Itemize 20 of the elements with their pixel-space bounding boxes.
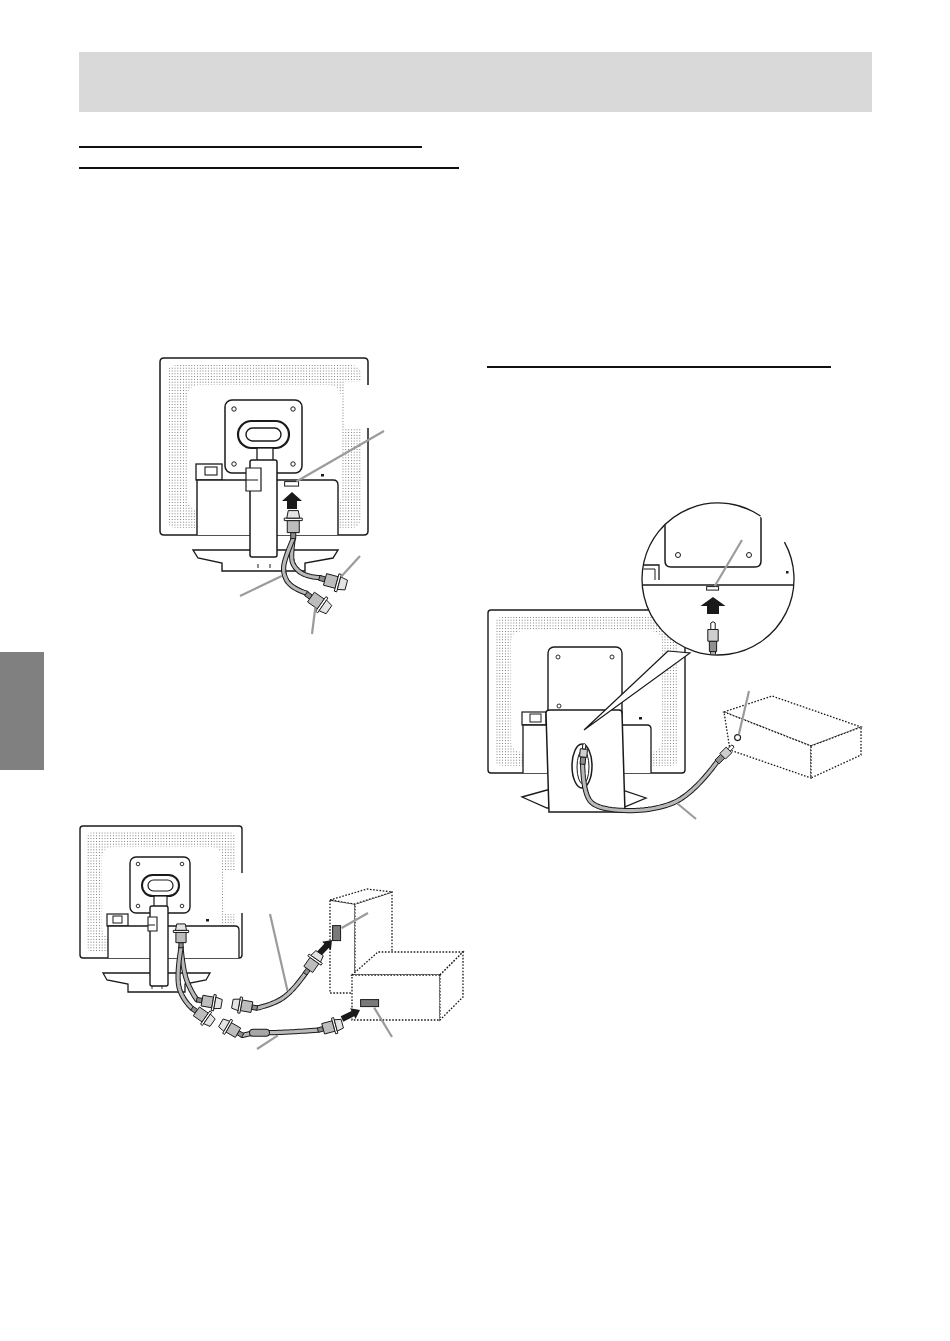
port <box>734 734 742 742</box>
leader-line <box>340 555 361 578</box>
cable <box>231 950 324 1015</box>
port <box>332 925 342 942</box>
connector-plug <box>318 573 349 593</box>
leader-line <box>268 913 289 992</box>
leader-line <box>239 575 283 597</box>
port <box>284 481 300 488</box>
port <box>360 999 380 1008</box>
leader-line <box>310 607 317 635</box>
leader-line <box>341 912 369 929</box>
port <box>706 585 720 591</box>
leader-line <box>256 1034 279 1050</box>
cable <box>218 1017 345 1039</box>
leader-line <box>737 690 751 735</box>
connector-plug <box>303 590 333 615</box>
side-tab <box>0 652 44 770</box>
leader-line <box>373 1007 393 1038</box>
leader-line <box>713 539 743 587</box>
cable <box>579 742 735 813</box>
